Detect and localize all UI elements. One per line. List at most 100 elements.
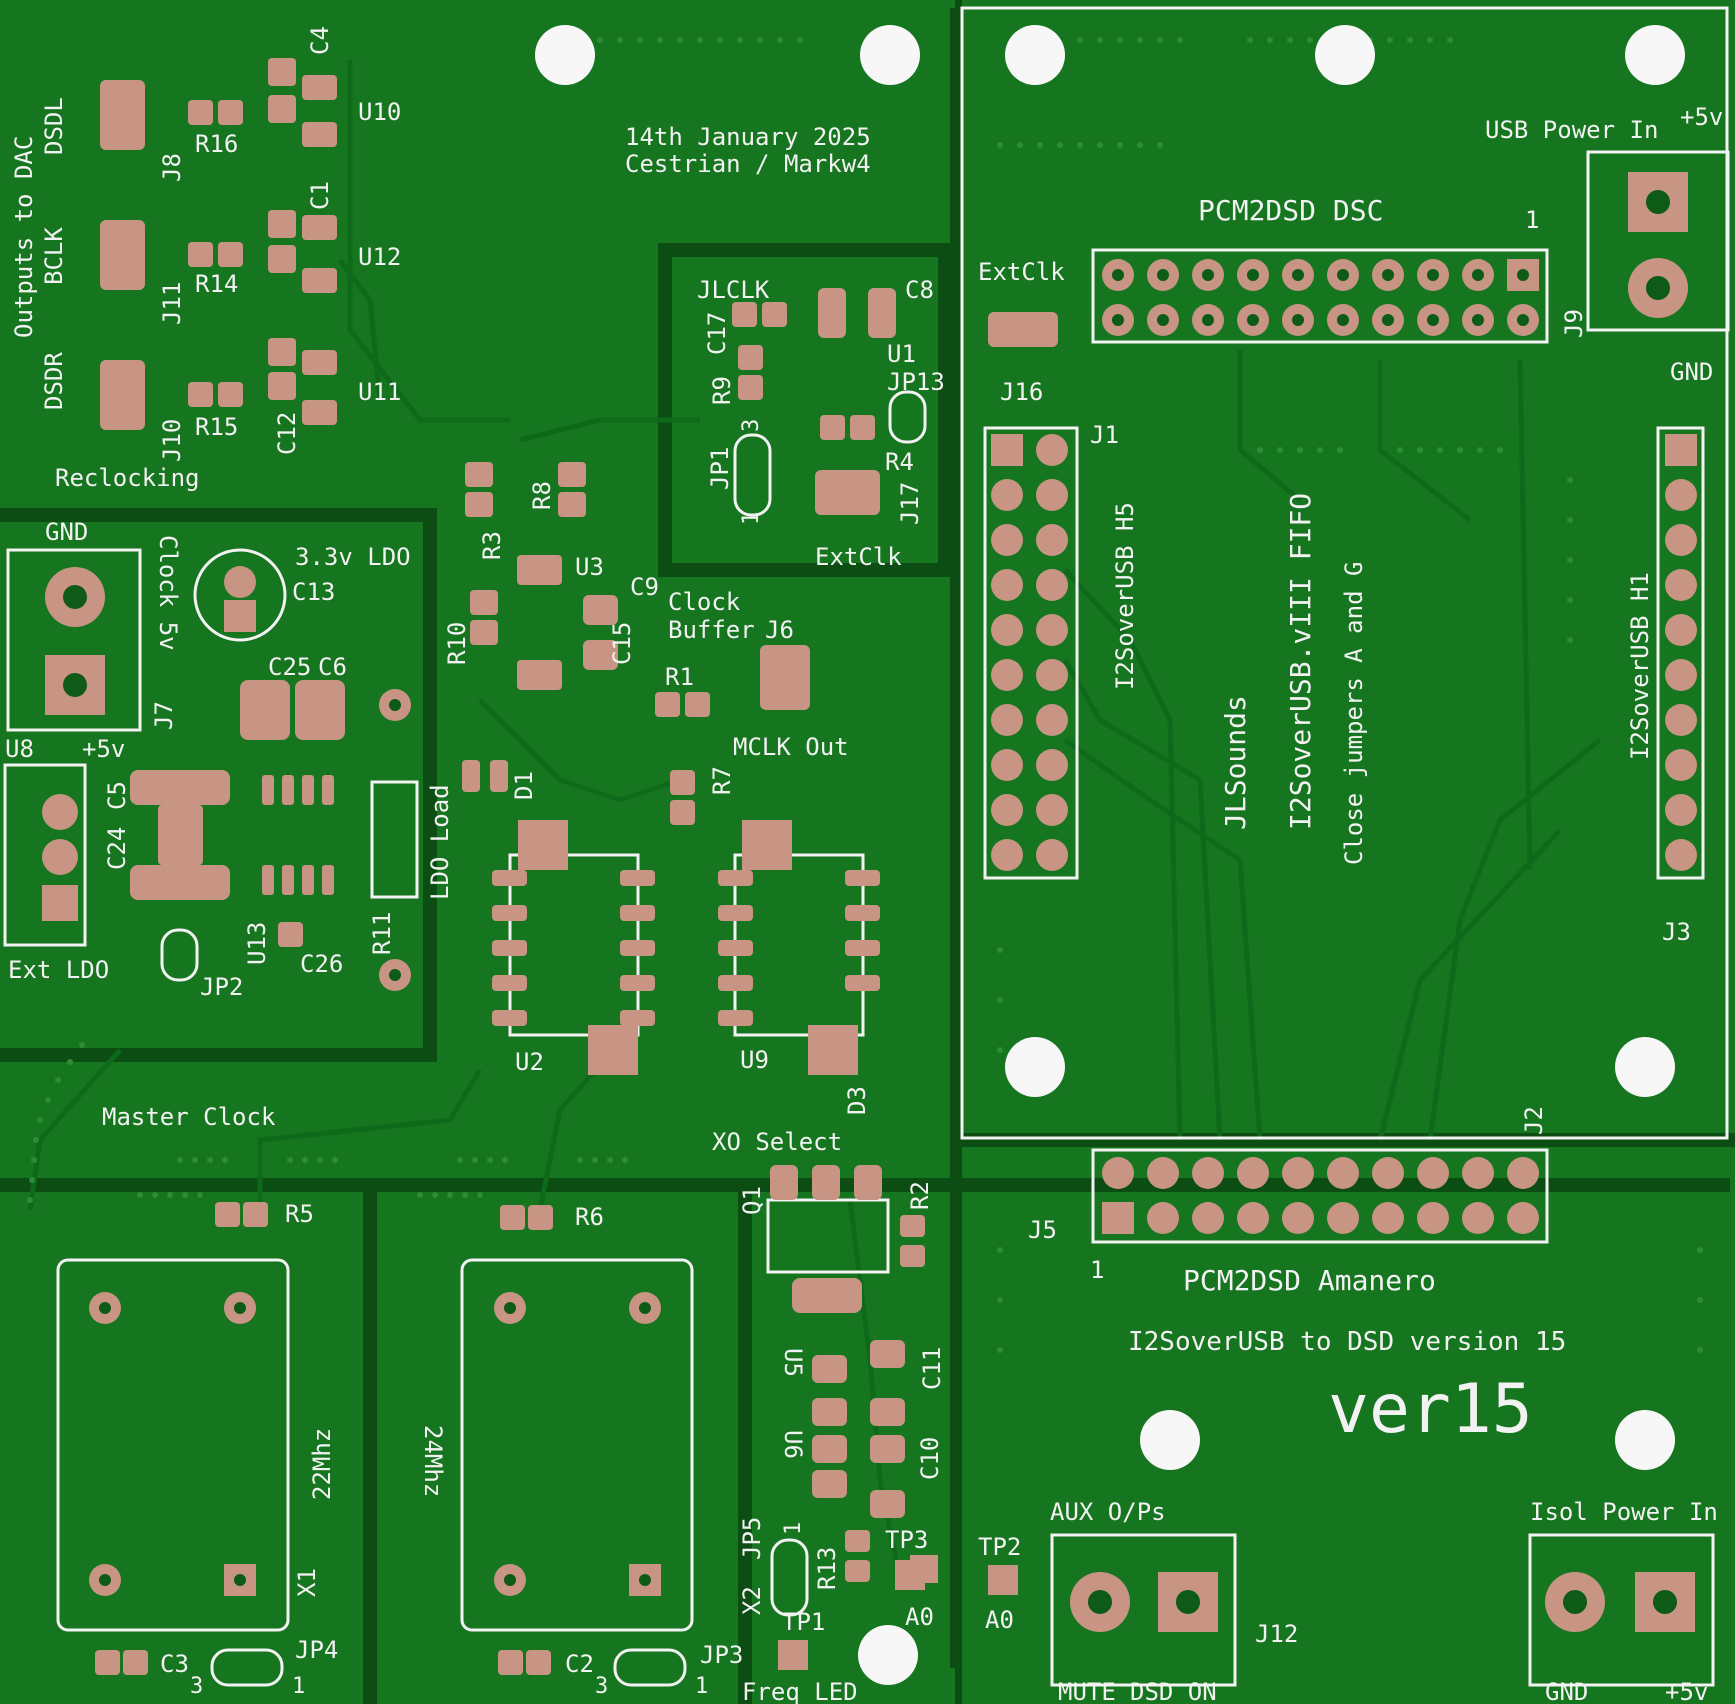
x1-crystal-outline (56, 1258, 290, 1632)
mounting-hole (1005, 1037, 1065, 1097)
label-aux-ops: AUX O/Ps (1050, 1498, 1166, 1526)
label-j11: J11 (158, 282, 186, 325)
label-c9: C9 (630, 573, 659, 601)
label-r14: R14 (195, 270, 238, 298)
label-i2soverusb-h1: I2SoverUSB H1 (1626, 572, 1654, 760)
module-outline-dsc (960, 6, 1729, 1140)
label-xo-select: XO Select (712, 1128, 842, 1156)
mounting-hole (1625, 25, 1685, 85)
label-c13: C13 (292, 578, 335, 606)
mounting-hole (1140, 1410, 1200, 1470)
j12-terminal-outline (1050, 1533, 1237, 1687)
label-c1: C1 (306, 181, 334, 210)
mounting-hole (535, 25, 595, 85)
label-jp5-1: 1 (781, 1522, 806, 1535)
label-j2: J2 (1520, 1106, 1548, 1135)
label-j16: J16 (1000, 378, 1043, 406)
j3-header-outline (1656, 426, 1705, 880)
x2-crystal-outline (460, 1258, 694, 1632)
label-u11: U11 (358, 378, 401, 406)
label-jp2: JP2 (200, 973, 243, 1001)
u8-outline (3, 763, 87, 947)
label-ext-ldo: Ext LDO (8, 956, 109, 984)
label-authors: Cestrian / Markw4 (625, 150, 871, 178)
label-i2soverusb-h5: I2SoverUSB H5 (1111, 502, 1139, 690)
label-extclk-top: ExtClk (978, 258, 1065, 286)
label-pcm2dsd-dsc: PCM2DSD DSC (1198, 194, 1383, 227)
label-dsdl: DSDL (40, 97, 68, 155)
label-j1: J1 (1090, 421, 1119, 449)
label-c12: C12 (273, 412, 301, 455)
solder-jumpers (160, 390, 927, 1687)
label-j6: J6 (765, 616, 794, 644)
mounting-holes (535, 25, 1685, 1685)
label-jp1: JP1 (706, 447, 734, 490)
label-r8: R8 (528, 481, 556, 510)
label-r7: R7 (708, 766, 736, 795)
isol-terminal-outline (1528, 1533, 1715, 1687)
label-c6: C6 (318, 653, 347, 681)
label-x2: X2 (738, 1586, 766, 1615)
label-r16: R16 (195, 130, 238, 158)
label-jp1-3: 3 (739, 419, 764, 432)
label-u10: U10 (358, 98, 401, 126)
label-reclocking: Reclocking (55, 464, 200, 492)
label-jp4-3: 3 (190, 1674, 203, 1699)
label-plus5v-top: +5v (1680, 103, 1723, 131)
label-c4: C4 (306, 26, 334, 55)
label-outputs-to-dac: Outputs to DAC (10, 136, 38, 338)
label-3v3-ldo: 3.3v LDO (295, 543, 411, 571)
label-mute: MUTE (1058, 1678, 1116, 1704)
label-c15: C15 (608, 622, 636, 665)
label-u8: U8 (5, 735, 34, 763)
label-c24: C24 (103, 827, 131, 870)
r11-outline (370, 780, 419, 899)
j5-pins (1102, 1157, 1539, 1234)
label-j5: J5 (1028, 1216, 1057, 1244)
label-r6: R6 (575, 1203, 604, 1231)
label-plus5v-left: +5v (82, 735, 125, 763)
j1-header-outline (983, 426, 1079, 880)
label-d1: D1 (510, 771, 538, 800)
label-freq-led: Freq LED (742, 1678, 858, 1704)
label-u3: U3 (575, 553, 604, 581)
label-r3: R3 (478, 531, 506, 560)
label-d3: D3 (843, 1086, 871, 1115)
label-clock-5v: Clock 5v (154, 535, 182, 651)
label-gnd-left: GND (45, 518, 88, 546)
label-u5: U5 (779, 1348, 807, 1377)
label-jp3-1: 1 (695, 1674, 708, 1699)
j3-pins (1665, 434, 1697, 871)
label-u6: U6 (779, 1430, 807, 1459)
label-c8: C8 (905, 276, 934, 304)
board-split-slot (950, 8, 958, 1668)
label-u13: U13 (243, 922, 271, 965)
amanero-header-outline (1091, 1148, 1549, 1244)
label-c11: C11 (918, 1347, 946, 1390)
label-r4: R4 (885, 448, 914, 476)
j1-pins (991, 434, 1068, 871)
mounting-hole (1615, 1410, 1675, 1470)
label-j10: J10 (158, 419, 186, 462)
dsc-header-outline (1091, 248, 1549, 344)
label-r13: R13 (813, 1547, 841, 1590)
label-tp3: TP3 (885, 1526, 928, 1554)
label-pcm2dsd-amanero: PCM2DSD Amanero (1183, 1264, 1436, 1297)
label-jp1-1: 1 (739, 512, 764, 525)
label-jp4-1: 1 (292, 1674, 305, 1699)
label-j7: J7 (150, 701, 178, 730)
label-a0-right: A0 (985, 1606, 1014, 1634)
copper-traces (27, 60, 1602, 1581)
tht-holes (99, 699, 651, 1586)
terminal-holes (63, 190, 1677, 1614)
label-r11: R11 (368, 912, 396, 955)
label-j12: J12 (1255, 1620, 1298, 1648)
label-tp1: TP1 (782, 1608, 825, 1636)
label-gnd-bottom: GND (1545, 1678, 1588, 1704)
label-j9: J9 (1560, 309, 1588, 338)
label-date: 14th January 2025 (625, 123, 871, 151)
label-bclk: BCLK (40, 227, 68, 285)
smd-pads (95, 58, 1058, 1675)
j7-terminal-outline (6, 548, 142, 732)
